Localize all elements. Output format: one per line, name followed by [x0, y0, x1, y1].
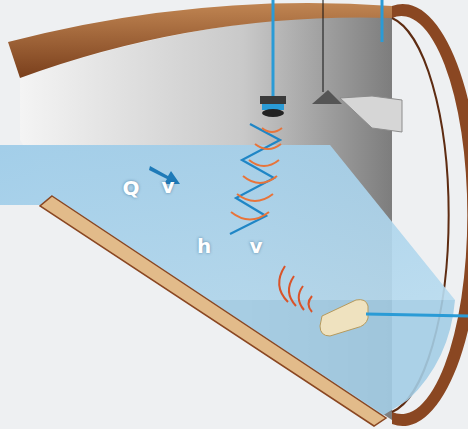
velocity-label: v — [249, 236, 262, 256]
pipe-top-shell — [8, 3, 392, 78]
pipe-bottom-edge — [40, 196, 386, 426]
sensor-cable — [366, 314, 468, 316]
radar-beam — [230, 124, 280, 234]
sensor-cable — [381, 0, 384, 42]
doppler-waves — [279, 266, 312, 312]
water-body — [60, 205, 455, 416]
flow-label: Q — [122, 178, 139, 198]
velocity-label: v — [161, 176, 174, 196]
bottom-sensor — [320, 300, 368, 336]
top-sensor-face — [262, 109, 284, 117]
level-label: h — [197, 236, 211, 256]
mount-wire — [323, 0, 324, 92]
mount-wedge — [312, 90, 342, 104]
mount-bracket — [340, 96, 402, 132]
sensor-cable — [272, 0, 275, 96]
ultrasonic-waves — [231, 128, 282, 220]
top-sensor — [260, 96, 286, 104]
